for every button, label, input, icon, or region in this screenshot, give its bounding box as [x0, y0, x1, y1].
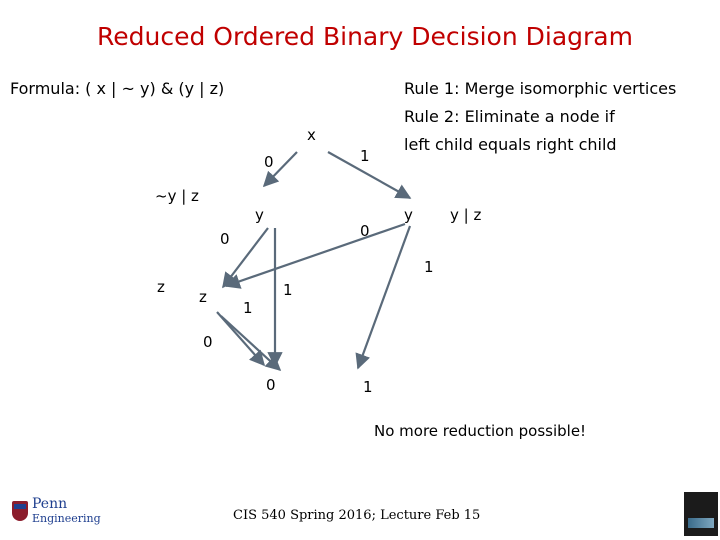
rule-2-continued-text: left child equals right child — [404, 135, 617, 154]
edge-label-x-y-left: 0 — [264, 153, 274, 171]
node-y-right-label: y — [404, 206, 413, 224]
annotation-z: z — [157, 278, 165, 296]
rule-2-text: Rule 2: Eliminate a node if — [404, 107, 615, 126]
edge-label-y-right-z: 0 — [360, 222, 370, 240]
node-z-label: z — [199, 288, 207, 306]
edge-label-y-left-t1: 1 — [243, 299, 253, 317]
logo-line-2: Engineering — [32, 512, 101, 525]
terminal-1-label: 1 — [363, 378, 373, 396]
rule-1-text: Rule 1: Merge isomorphic vertices — [404, 79, 677, 98]
logo-line-1: Penn — [32, 496, 68, 512]
conclusion-note: No more reduction possible! — [374, 422, 587, 440]
annotation-y-or-z: y | z — [450, 206, 482, 224]
penn-shield-icon — [12, 501, 28, 521]
node-x-label: x — [307, 126, 316, 144]
footer-text: CIS 540 Spring 2016; Lecture Feb 15 — [233, 508, 481, 523]
slide-title: Reduced Ordered Binary Decision Diagram — [97, 22, 633, 51]
edge-y-right-to-z — [224, 222, 406, 289]
edge-y-right-to-t1 — [355, 225, 412, 370]
edge-label-y-left-z: 0 — [220, 230, 230, 248]
node-y-left-label: y — [255, 206, 264, 224]
corner-thumbnail-image — [684, 492, 718, 536]
edge-label-x-y-right: 1 — [360, 147, 370, 165]
formula-text: Formula: ( x | ~ y) & (y | z) — [10, 79, 225, 98]
edge-z-to-t1 — [220, 315, 282, 372]
edge-label-y-right-t1: 1 — [424, 258, 434, 276]
edge-label-z-t0: 0 — [203, 333, 213, 351]
annotation-not-y-or-z: ~y | z — [155, 187, 199, 205]
edge-x-to-y-left — [262, 151, 298, 188]
edge-x-to-y-right — [327, 151, 412, 199]
edge-label-z-t1: 1 — [283, 281, 293, 299]
terminal-0-label: 0 — [266, 376, 276, 394]
penn-engineering-logo: Penn Engineering — [12, 497, 102, 531]
